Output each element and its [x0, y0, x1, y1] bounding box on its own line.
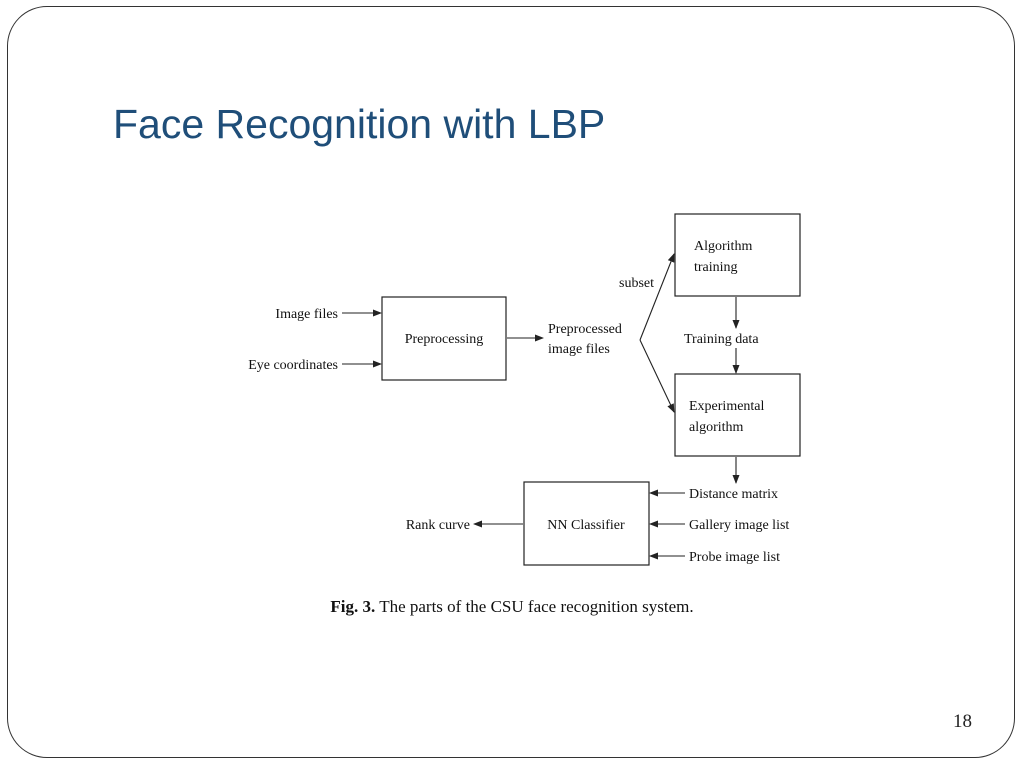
nn-classifier-box — [523, 481, 650, 566]
probe-image-list-label: Probe image list — [689, 550, 780, 565]
preprocessing-box — [381, 296, 507, 381]
nn-classifier-label: NN Classifier — [547, 518, 625, 533]
input-label-image-files: Image files — [275, 307, 338, 322]
algorithm-training-box — [674, 213, 801, 297]
experimental-algorithm-line2: algorithm — [689, 420, 744, 435]
page-number: 18 — [953, 711, 972, 732]
distance-matrix-label: Distance matrix — [689, 487, 778, 502]
experimental-algorithm-line1: Experimental — [689, 399, 765, 414]
algorithm-training-label: Algorithm training — [694, 239, 756, 275]
input-label-eye-coordinates: Eye coordinates — [248, 358, 338, 373]
slide-frame — [7, 6, 1015, 758]
experimental-algorithm-box — [674, 373, 801, 457]
subset-label: subset — [619, 276, 654, 291]
preprocessed-files-label: Preprocessed image files — [548, 322, 625, 357]
preprocessing-label: Preprocessing — [405, 332, 484, 347]
gallery-image-list-label: Gallery image list — [689, 518, 789, 533]
preprocessed-files-line2: image files — [548, 342, 610, 357]
figure-caption: Fig. 3. The parts of the CSU face recogn… — [0, 597, 1024, 617]
experimental-algorithm-label: Experimental algorithm — [689, 399, 768, 435]
slide-title: Face Recognition with LBP — [113, 101, 606, 147]
algorithm-training-line1: Algorithm — [694, 239, 752, 254]
training-data-label: Training data — [684, 332, 759, 347]
rank-curve-label: Rank curve — [406, 518, 470, 533]
arrow-branch-subset — [639, 253, 675, 341]
preprocessed-files-line1: Preprocessed — [548, 322, 622, 337]
arrow-branch-experimental — [639, 339, 675, 413]
figure-caption-label: Fig. 3. — [330, 597, 376, 616]
algorithm-training-line2: training — [694, 260, 738, 275]
figure-caption-text: The parts of the CSU face recognition sy… — [379, 597, 694, 616]
